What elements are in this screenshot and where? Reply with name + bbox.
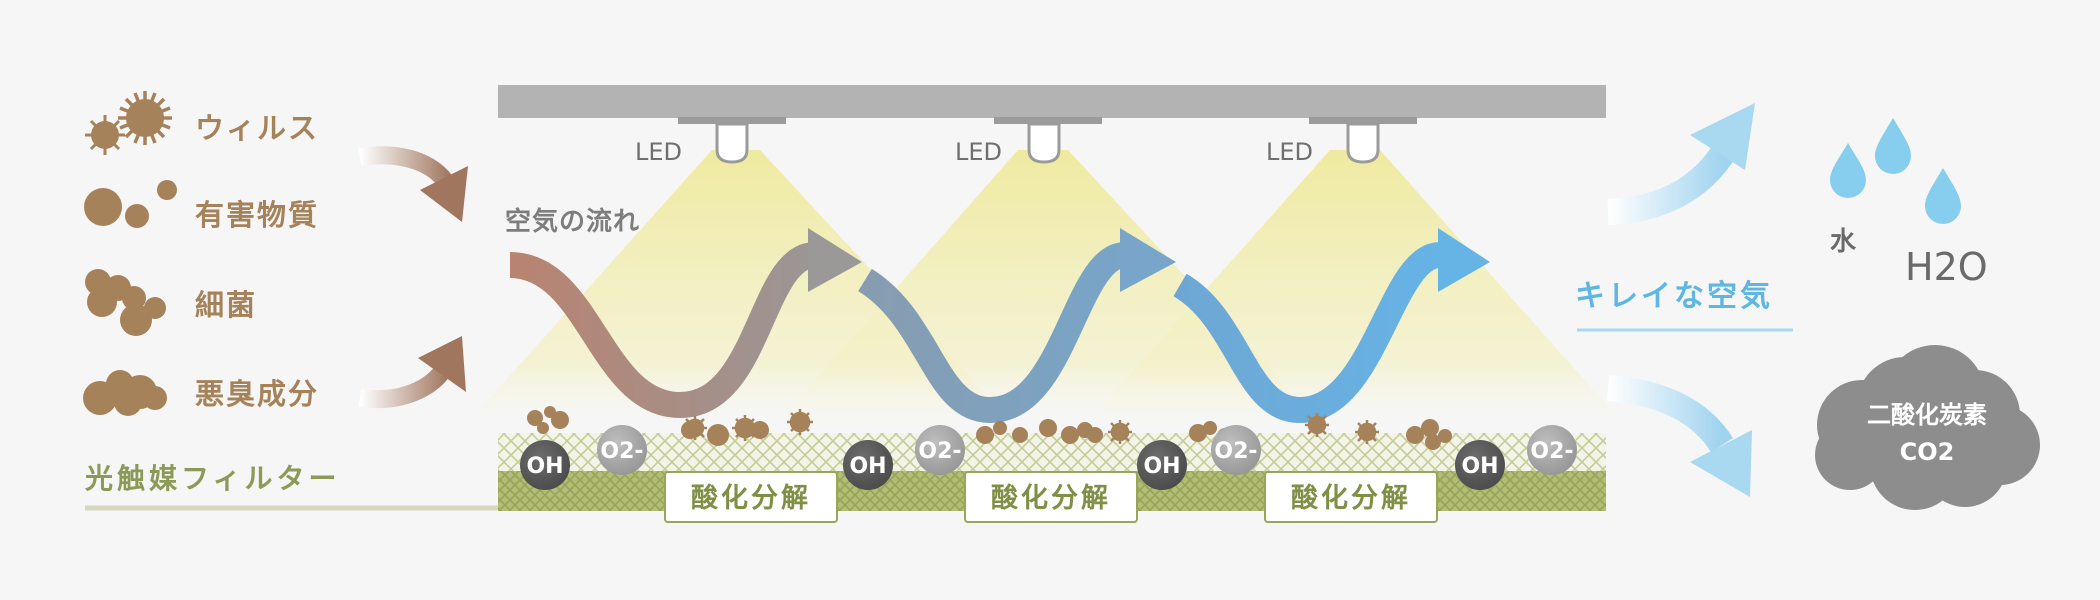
led-bulb-icon xyxy=(715,122,749,164)
decomposition-box-1: 酸化分解 xyxy=(664,471,838,523)
led-bulb-icon xyxy=(1346,122,1380,164)
co2-label: 二酸化炭素 xyxy=(1867,401,1987,429)
decomposition-box-2: 酸化分解 xyxy=(964,471,1138,523)
decomposition-box-3: 酸化分解 xyxy=(1264,471,1438,523)
clean-air-label: キレイな空気 xyxy=(1575,279,1773,314)
oh-radical: OH xyxy=(1137,440,1187,490)
airflow-wave-2 xyxy=(857,228,1176,424)
superoxide: O2- xyxy=(597,425,647,475)
oh-radical: OH xyxy=(843,440,893,490)
decomposition-label: 酸化分解 xyxy=(991,483,1111,514)
airflow-label: 空気の流れ xyxy=(505,206,640,237)
airflow-wave-3 xyxy=(1172,228,1490,424)
arrow-head-icon xyxy=(1120,228,1176,292)
water-formula: H2O xyxy=(1905,245,1988,289)
led-label: LED xyxy=(1266,138,1313,166)
inflow-arrow-bottom xyxy=(358,336,466,409)
svg-text:O2-: O2- xyxy=(1214,439,1257,464)
odor-icon xyxy=(83,370,167,416)
led-label: LED xyxy=(635,138,682,166)
led-label: LED xyxy=(955,138,1002,166)
led-mount-bar xyxy=(498,85,1606,118)
filter-particles xyxy=(527,406,1452,450)
water-drops-icon xyxy=(1830,118,1961,224)
svg-text:O2-: O2- xyxy=(1530,439,1573,464)
airflow-wave-1 xyxy=(508,228,862,419)
svg-text:OH: OH xyxy=(526,454,563,479)
co2-cloud: 二酸化炭素 CO2 xyxy=(1815,345,2040,510)
water-label: 水 xyxy=(1830,227,1857,257)
pollutant-list: ウィルス 有害物質 細菌 悪臭成分 xyxy=(83,91,319,416)
harmful-substance-icon xyxy=(84,180,177,228)
led-bulb-icon xyxy=(1027,122,1061,164)
svg-text:OH: OH xyxy=(1461,454,1498,479)
harmful-substance-label: 有害物質 xyxy=(195,198,319,232)
filter-virus-particles xyxy=(683,409,1379,444)
superoxide: O2- xyxy=(1211,425,1261,475)
led-unit-2: LED xyxy=(955,117,1102,166)
outflow-arrow-top xyxy=(1607,103,1755,225)
led-unit-1: LED xyxy=(635,117,786,166)
svg-text:OH: OH xyxy=(1143,454,1180,479)
svg-text:O2-: O2- xyxy=(918,439,961,464)
oh-radical: OH xyxy=(520,440,570,490)
superoxide: O2- xyxy=(1527,425,1577,475)
led-unit-3: LED xyxy=(1266,117,1417,166)
filter-label: 光触媒フィルター xyxy=(84,462,340,495)
bacteria-icon xyxy=(85,269,166,336)
decomposition-label: 酸化分解 xyxy=(691,483,811,514)
co2-formula: CO2 xyxy=(1900,438,1955,466)
oh-radical: OH xyxy=(1455,440,1505,490)
virus-label: ウィルス xyxy=(195,111,319,145)
arrow-head-icon xyxy=(808,228,862,292)
svg-text:O2-: O2- xyxy=(600,439,643,464)
decomposition-label: 酸化分解 xyxy=(1291,483,1411,514)
superoxide: O2- xyxy=(915,425,965,475)
odor-label: 悪臭成分 xyxy=(195,377,319,411)
virus-icon xyxy=(85,91,172,155)
outflow-arrow-bottom xyxy=(1606,375,1752,497)
svg-text:OH: OH xyxy=(849,454,886,479)
bacteria-label: 細菌 xyxy=(195,288,257,322)
inflow-arrow-top xyxy=(358,146,468,222)
arrow-head-icon xyxy=(1438,228,1490,292)
